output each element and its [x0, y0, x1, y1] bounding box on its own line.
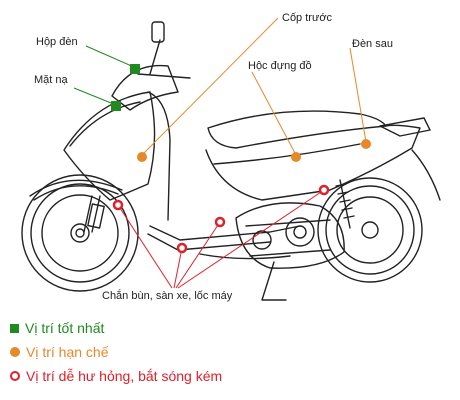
marker-bad-3 — [214, 216, 226, 228]
legend-item-limited: Vị trí hạn chế — [10, 344, 109, 360]
label-mat-na: Mặt nạ — [34, 74, 68, 86]
legend-label-limited: Vị trí hạn chế — [26, 344, 109, 360]
label-hoc-dung-do: Hộc đựng đồ — [248, 60, 312, 72]
leader-cop-truoc — [141, 17, 279, 156]
engine-block — [235, 202, 345, 269]
leader-chan-bun-2 — [173, 247, 183, 289]
rear-body — [205, 124, 421, 201]
legend-item-best: Vị trí tốt nhất — [10, 320, 104, 336]
leader-chan-bun-4 — [177, 189, 325, 289]
label-den-sau: Đèn sau — [352, 38, 393, 50]
legend-label-bad: Vị trí dễ hư hỏng, bắt sóng kém — [26, 368, 223, 384]
tail-light — [379, 117, 431, 137]
marker-bad-2 — [176, 242, 188, 254]
rear-shock — [339, 179, 351, 229]
marker-best-hop-den — [130, 64, 140, 74]
kickstand — [261, 261, 287, 301]
leader-chan-bun-1 — [117, 204, 173, 289]
legend-item-bad: Vị trí dễ hư hỏng, bắt sóng kém — [10, 368, 222, 384]
front-shield — [63, 91, 156, 201]
marker-best-mat-na — [111, 101, 121, 111]
legend-ring-icon — [10, 371, 20, 381]
marker-bad-1 — [112, 199, 124, 211]
handlebar — [137, 73, 191, 79]
legend-label-best: Vị trí tốt nhất — [25, 320, 105, 336]
marker-limited-hoc-dung-do — [291, 152, 301, 162]
rear-wheel — [317, 177, 423, 283]
label-hop-den: Hộp đèn — [36, 36, 78, 48]
leader-chan-bun-3 — [175, 221, 221, 289]
marker-limited-cop-truoc — [137, 152, 147, 162]
marker-bad-4 — [318, 184, 330, 196]
leader-hop-den — [85, 45, 137, 69]
floorboard — [149, 225, 301, 241]
label-chan-bun: Chắn bùn, sàn xe, lốc máy — [102, 290, 233, 302]
leader-mat-na — [73, 87, 117, 106]
leader-den-sau — [349, 47, 367, 143]
label-cop-truoc: Cốp trước — [282, 12, 333, 24]
front-wheel — [21, 174, 139, 292]
marker-limited-den-sau — [361, 139, 371, 149]
leader-hoc-dung-do — [251, 71, 297, 156]
exhaust — [199, 253, 291, 260]
legend-square-icon — [10, 323, 19, 333]
mirror-stem — [149, 39, 161, 75]
head-cover — [111, 64, 179, 111]
legend-dot-icon — [10, 347, 20, 357]
seat — [207, 110, 387, 149]
front-fender — [29, 179, 123, 197]
